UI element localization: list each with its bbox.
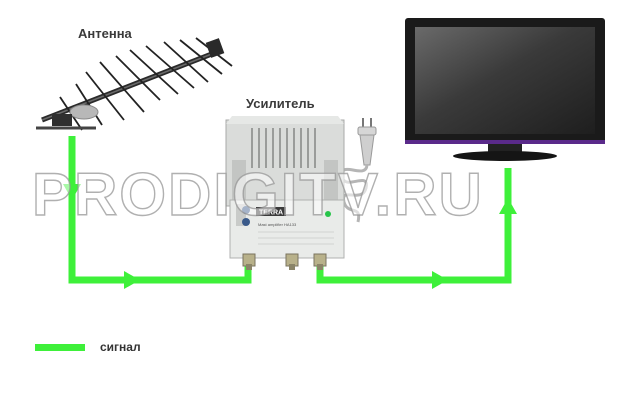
legend-signal-swatch: [35, 344, 85, 351]
legend-signal-label: сигнал: [100, 340, 141, 354]
amplifier-model: Mast amplifier HA133: [258, 222, 297, 227]
signal-arrow: [124, 271, 140, 289]
power-plug-icon: [340, 118, 377, 223]
amplifier-icon: TERRA Mast amplifier HA133: [225, 116, 345, 270]
signal-path: [63, 136, 517, 289]
signal-arrow: [499, 198, 517, 214]
signal-arrow: [63, 184, 81, 200]
amplifier-brand: TERRA: [259, 210, 283, 217]
tv-icon: [405, 18, 605, 161]
antenna-icon: [36, 37, 233, 131]
antenna-label: Антенна: [78, 26, 132, 41]
amplifier-label: Усилитель: [246, 96, 315, 111]
signal-line-antenna-to-amplifier: [68, 136, 252, 284]
signal-line-amplifier-to-tv: [316, 168, 512, 284]
signal-arrow: [432, 271, 448, 289]
